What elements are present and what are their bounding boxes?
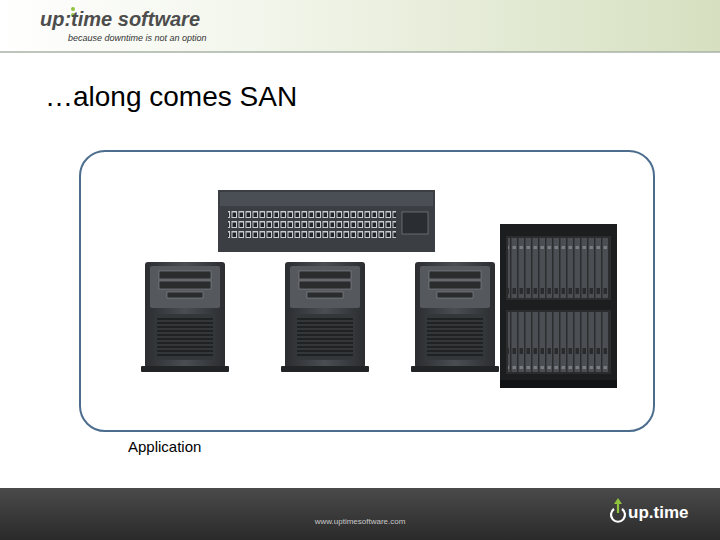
footer-logo: up.time xyxy=(628,504,688,523)
group-label: Application xyxy=(128,438,700,456)
brand-tagline: because downtime is not an option xyxy=(68,34,207,44)
brand-logo: up:time software xyxy=(40,8,200,30)
slide-title: …along comes SAN xyxy=(45,82,297,113)
footer-url: www.uptimesoftware.com xyxy=(315,518,406,527)
group-box: Application xyxy=(79,150,655,432)
